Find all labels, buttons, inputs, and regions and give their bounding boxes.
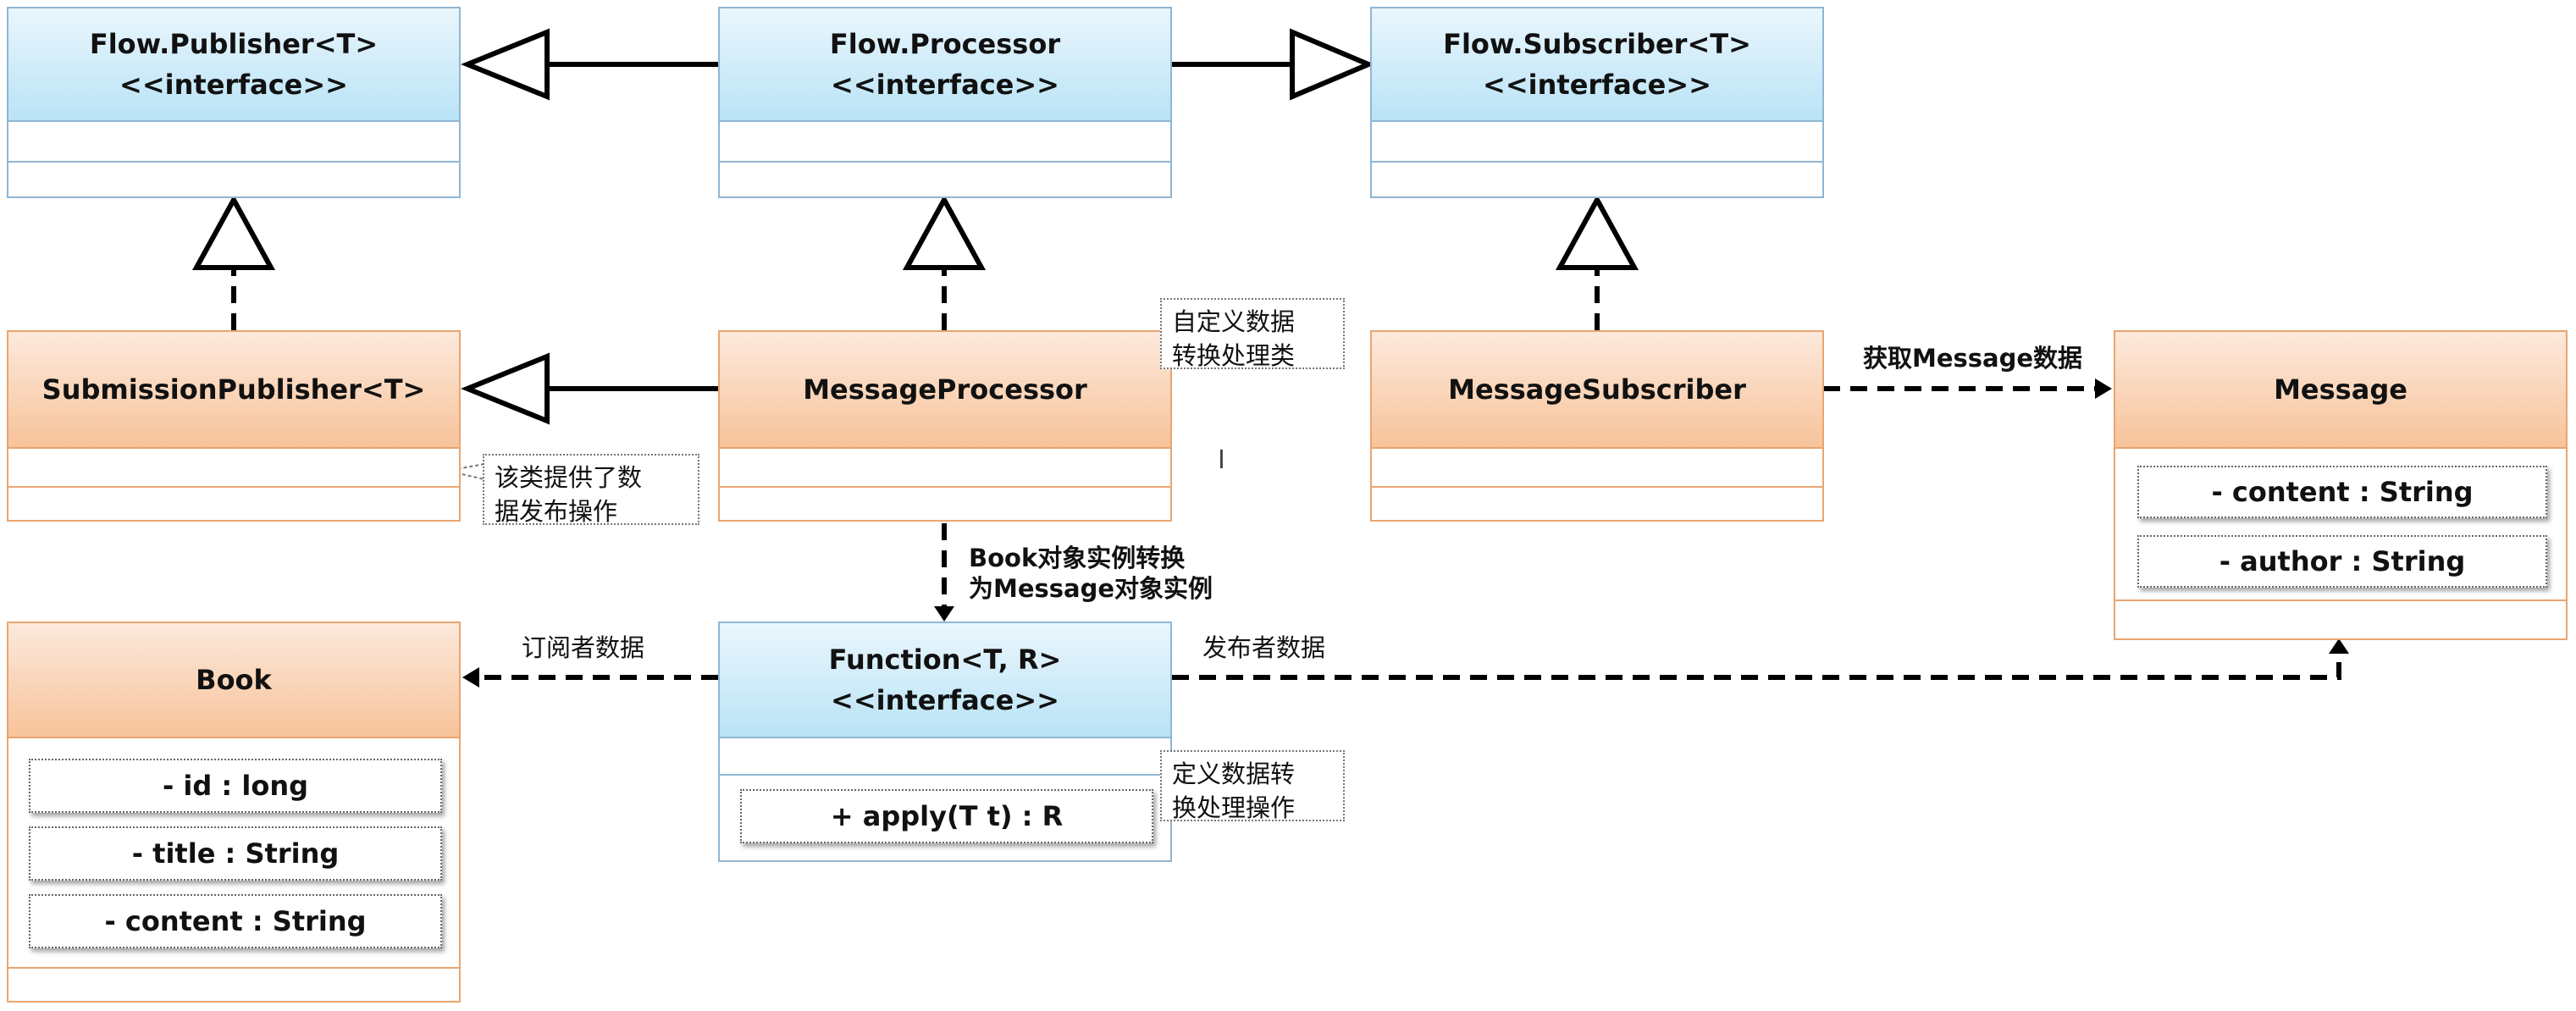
message-processor-name: MessageProcessor [803,373,1087,406]
publisher-note: 该类提供了数 据发布操作 [483,454,699,526]
function-to-book-dependency [462,667,718,688]
message-subscriber-name: MessageSubscriber [1448,373,1746,406]
subscriber-attr-section [1372,120,1822,163]
text-cursor-icon: I [1218,445,1225,475]
processor-interface-box: Flow.Processor <<interface>> [718,7,1172,198]
book-class-box: Book - id : long - title : String - cont… [7,622,461,1003]
processor-stereotype: <<interface>> [831,69,1059,101]
publisher-attr-section [8,120,459,163]
function-attr-section [720,737,1170,776]
subscriber-to-message-dependency [1823,378,2112,399]
processor-extends-publisher-edge [460,28,718,101]
function-to-message-dependency [1172,638,2349,680]
book-name: Book [196,664,272,696]
function-name: Function<T, R> [828,644,1062,676]
message-attr-content: - content : String [2137,466,2547,518]
function-note-line-1: 定义数据转 [1172,760,1296,788]
function-note: 定义数据转 换处理操作 [1160,750,1345,822]
messagesubscriber-implements-subscriber-edge [1555,194,1639,330]
message-processor-class-box: MessageProcessor [718,330,1172,522]
publisher-stereotype: <<interface>> [119,69,348,101]
message-attr-author: - author : String [2137,535,2547,588]
function-stereotype: <<interface>> [831,684,1059,716]
publisher-note-line-2: 据发布操作 [495,497,618,526]
book-attr-id: - id : long [29,759,442,813]
submission-publisher-name: SubmissionPublisher<T> [41,373,426,406]
message-name: Message [2274,373,2407,406]
submission-implements-publisher-edge [191,194,276,330]
message-attr-section [2115,447,2566,601]
publisher-note-line-1: 该类提供了数 [495,463,643,492]
book-attr-title: - title : String [29,826,442,881]
subscriber-name: Flow.Subscriber<T> [1443,28,1751,60]
message-class-box: Message - content : String - author : St… [2114,330,2568,640]
subscriber-interface-box: Flow.Subscriber<T> <<interface>> [1370,7,1824,198]
get-message-label: 获取Message数据 [1863,344,2083,373]
processor-attr-section [720,120,1170,163]
processor-extends-subscriber-edge [1172,28,1375,101]
submission-publisher-attr-section [8,447,459,488]
message-subscriber-class-box: MessageSubscriber [1370,330,1824,522]
submission-publisher-class-box: SubmissionPublisher<T> [7,330,461,522]
function-interface-box: Function<T, R> <<interface>> + apply(T t… [718,622,1172,862]
publisher-interface-box: Flow.Publisher<T> <<interface>> [7,7,461,198]
convert-label-line-2: 为Message对象实例 [969,574,1213,603]
book-attr-section [8,737,459,969]
processor-note-line-2: 转换处理类 [1172,341,1296,370]
book-attr-content: - content : String [29,894,442,948]
messageprocessor-implements-processor-edge [902,194,987,330]
processor-note: 自定义数据 转换处理类 [1160,298,1345,370]
function-note-line-2: 换处理操作 [1172,793,1296,822]
subscriber-stereotype: <<interface>> [1483,69,1711,101]
function-method-apply: + apply(T t) : R [740,789,1153,843]
convert-label-line-1: Book对象实例转换 [969,544,1186,572]
processor-name: Flow.Processor [829,28,1061,60]
publisher-name: Flow.Publisher<T> [89,28,379,60]
processor-note-line-1: 自定义数据 [1172,307,1296,336]
processor-to-function-dependency [934,523,954,622]
subscriber-data-label: 订阅者数据 [522,633,645,662]
message-processor-attr-section [720,447,1170,488]
message-subscriber-attr-section [1372,447,1822,488]
messageprocessor-extends-submission-edge [460,352,718,425]
publisher-data-label: 发布者数据 [1202,633,1326,662]
